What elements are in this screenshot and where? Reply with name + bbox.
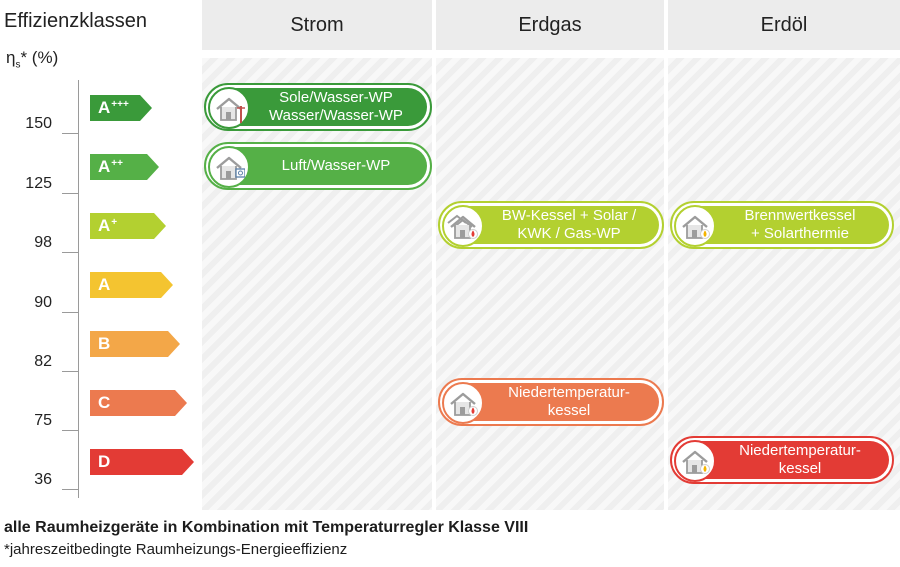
heating-device-pill: Brennwertkessel+ Solarthermie xyxy=(670,201,894,249)
heating-device-name-line: kessel xyxy=(778,460,822,477)
efficiency-axis-line xyxy=(78,80,79,498)
column-body-strom xyxy=(202,58,432,510)
energy-class-letter: B xyxy=(98,334,111,353)
energy-class-letter: A xyxy=(98,98,111,117)
column-header-erdoel: Erdöl xyxy=(668,0,900,50)
footer-footnote: *jahreszeitbedingte Raumheizungs-Energie… xyxy=(4,541,348,558)
energy-class-letter: A xyxy=(98,216,111,235)
axis-tick-label: 36 xyxy=(34,471,52,488)
energy-class-arrow: C xyxy=(90,390,187,416)
heating-device-name-line: Niedertemperatur- xyxy=(508,384,630,401)
heating-device-name-line: Brennwertkessel xyxy=(744,207,856,224)
gas-house-icon xyxy=(442,382,484,424)
heating-device-name: BW-Kessel + Solar /KWK / Gas-WP xyxy=(502,207,636,243)
energy-class-plus: ++ xyxy=(111,157,123,169)
axis-tick-mark xyxy=(62,193,78,194)
heating-device-name-line: + Solarthermie xyxy=(751,225,849,242)
axis-tick-mark xyxy=(62,489,78,490)
energy-class-arrow: A+ xyxy=(90,213,166,239)
axis-tick-mark xyxy=(62,312,78,313)
axis-tick-label: 90 xyxy=(34,294,52,311)
column-header-strom: Strom xyxy=(202,0,432,50)
heating-device-pill: Niedertemperatur-kessel xyxy=(438,378,664,426)
heating-device-name-line: Wasser/Wasser-WP xyxy=(269,107,403,124)
axis-unit-label: ηs* (%) xyxy=(6,48,58,70)
efficiency-classes-title: Effizienzklassen xyxy=(4,10,148,32)
eta-symbol: η xyxy=(6,48,16,67)
heating-device-name-line: Sole/Wasser-WP xyxy=(279,89,393,106)
energy-class-plus: + xyxy=(111,216,118,228)
axis-unit-suffix: * (%) xyxy=(20,48,59,67)
energy-class-letter: D xyxy=(98,452,111,471)
axis-tick-mark xyxy=(62,430,78,431)
axis-tick-label: 98 xyxy=(34,234,52,251)
heating-device-name-line: KWK / Gas-WP xyxy=(517,225,621,242)
energy-class-letter: A xyxy=(98,157,111,176)
heating-device-name-line: Luft/Wasser-WP xyxy=(281,157,391,174)
footer-note: alle Raumheizgeräte in Kombination mit T… xyxy=(4,519,529,536)
column-body-erdoel xyxy=(668,58,900,510)
air-heat-pump-house-icon xyxy=(208,146,250,188)
energy-class-letter: C xyxy=(98,393,111,412)
energy-class-letter: A xyxy=(98,275,111,294)
column-header-erdgas: Erdgas xyxy=(436,0,664,50)
heating-device-name: Niedertemperatur-kessel xyxy=(508,384,630,420)
heating-device-name-line: BW-Kessel + Solar / xyxy=(501,207,637,224)
heating-device-pill: Luft/Wasser-WP xyxy=(204,142,432,190)
heating-device-name: Brennwertkessel+ Solarthermie xyxy=(745,207,856,243)
axis-tick-label: 150 xyxy=(25,115,52,132)
axis-tick-label: 82 xyxy=(34,353,52,370)
axis-tick-mark xyxy=(62,252,78,253)
heating-device-name: Niedertemperatur-kessel xyxy=(739,442,861,478)
oil-house-icon xyxy=(674,205,716,247)
heating-device-pill: BW-Kessel + Solar /KWK / Gas-WP xyxy=(438,201,664,249)
heating-device-name-line: Niedertemperatur- xyxy=(739,442,861,459)
heating-device-pill: Niedertemperatur-kessel xyxy=(670,436,894,484)
energy-class-arrow: B xyxy=(90,331,180,357)
axis-tick-label: 125 xyxy=(25,175,52,192)
axis-tick-mark xyxy=(62,133,78,134)
energy-class-arrow: A xyxy=(90,272,173,298)
energy-class-arrow: A++ xyxy=(90,154,159,180)
axis-tick-label: 75 xyxy=(34,412,52,429)
eta-subscript: s xyxy=(15,59,21,71)
gas-houses-icon xyxy=(442,205,484,247)
column-body-erdgas xyxy=(436,58,664,510)
heating-device-name: Luft/Wasser-WP xyxy=(282,157,391,175)
energy-class-plus: +++ xyxy=(111,98,129,110)
energy-class-arrow: D xyxy=(90,449,194,475)
ground-heat-pump-house-icon xyxy=(208,87,250,129)
heating-device-name-line: kessel xyxy=(547,402,591,419)
axis-tick-mark xyxy=(62,371,78,372)
oil-house-icon xyxy=(674,440,716,482)
energy-class-arrow: A+++ xyxy=(90,95,152,121)
